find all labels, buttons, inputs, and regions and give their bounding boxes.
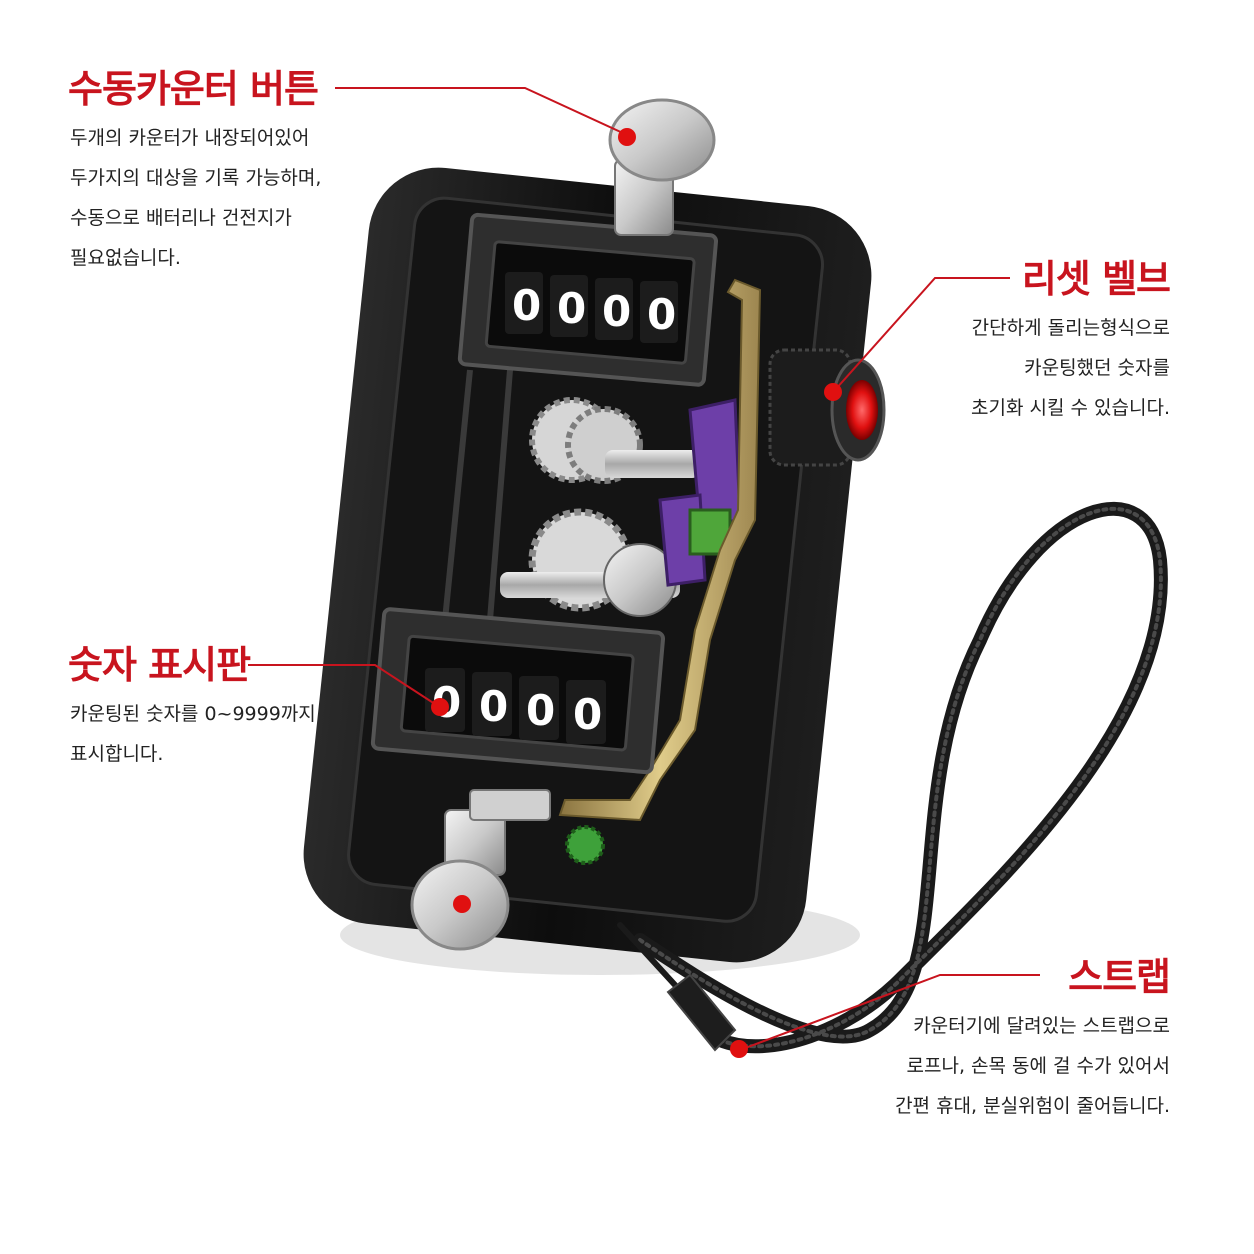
top-digit: 0 [647,290,676,339]
description-line: 두개의 카운터가 내장되어있어 [70,127,310,149]
description-line: 필요없습니다. [70,247,181,269]
description-line: 초기화 시킬 수 있습니다. [971,397,1170,419]
description-line: 로프나, 손목 동에 걸 수가 있어서 [906,1055,1170,1077]
strap-slider [666,973,737,1052]
description-line: 간단하게 돌리는형식으로 [971,317,1170,339]
description-line: 간편 휴대, 분실위험이 줄어듭니다. [895,1095,1170,1117]
reset-valve-description: 간단하게 돌리는형식으로 카운팅했던 숫자를 초기화 시킬 수 있습니다. [971,308,1170,428]
bottom-digit: 0 [479,682,508,731]
top-digit: 0 [557,284,586,333]
top-digit: 0 [602,287,631,336]
dot-manual-button [618,128,636,146]
manual-button-title: 수동카운터 버튼 [68,67,319,111]
strap [617,501,1168,1054]
top-counter-digits: 0 0 0 0 [505,272,678,343]
top-digit: 0 [512,281,541,330]
dot-strap [730,1040,748,1058]
inner-frame [442,369,513,621]
callout-dots [431,128,842,1058]
small-gear [565,825,605,865]
description-line: 카운터기에 달려있는 스트랩으로 [913,1015,1170,1037]
bottom-digit: 0 [573,690,602,739]
strap-title: 스트랩 [1068,955,1171,999]
reset-valve-title: 리셋 벨브 [1021,257,1171,301]
description-line: 수동으로 배터리나 건전지가 [70,207,292,229]
callout-lines [248,87,1040,1051]
bottom-digit: 0 [526,686,555,735]
display-panel-description: 카운팅된 숫자를 0~9999까지 표시합니다. [70,694,316,774]
description-line: 두가지의 대상을 기록 가능하며, [70,167,322,189]
description-line: 표시합니다. [70,743,164,765]
top-manual-button [608,98,716,236]
gear-assembly [500,397,700,617]
dot-display [431,698,449,716]
display-panel-title: 숫자 표시판 [68,643,251,687]
brass-linkage [558,278,762,822]
strap-description: 카운터기에 달려있는 스트랩으로 로프나, 손목 동에 걸 수가 있어서 간편 … [895,1006,1170,1126]
description-line: 카운팅된 숫자를 0~9999까지 [70,703,316,725]
dot-reset-valve [824,383,842,401]
manual-button-description: 두개의 카운터가 내장되어있어 두가지의 대상을 기록 가능하며, 수동으로 배… [70,118,321,278]
reset-knob [768,348,886,467]
description-line: 카운팅했던 숫자를 [1024,357,1170,379]
dot-bottom-button [453,895,471,913]
